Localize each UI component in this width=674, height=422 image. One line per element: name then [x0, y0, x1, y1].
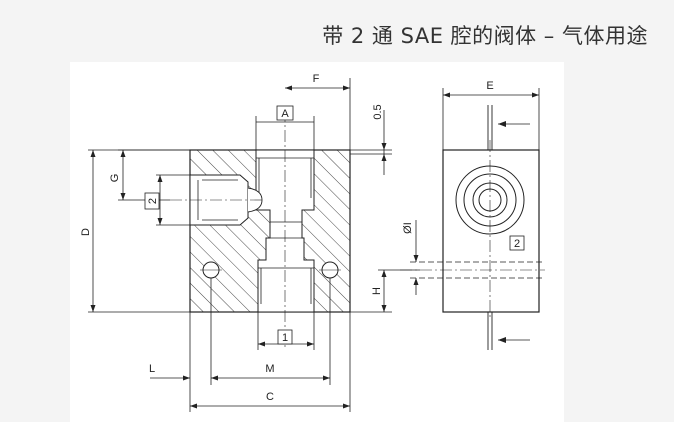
dim-label-l: L [149, 363, 155, 375]
dim-label-c: C [266, 391, 274, 403]
dim-label-0-5: 0.5 [372, 104, 384, 119]
front-arrowheads [90, 85, 387, 409]
dim-label-g: G [109, 174, 121, 183]
dim-label-h: H [371, 287, 383, 295]
dim-label-e: E [486, 80, 493, 92]
side-view [400, 105, 545, 350]
port-label-2: 2 [147, 198, 159, 204]
dim-label-a: A [281, 108, 289, 120]
dim-label-m: M [265, 363, 274, 375]
port-label-1: 1 [282, 332, 288, 344]
side-arrowheads [381, 92, 539, 343]
front-dimensions [88, 78, 392, 412]
side-dimensions [350, 88, 540, 341]
dim-label-f: F [313, 73, 320, 85]
block-side [442, 149, 540, 313]
front-view [170, 110, 351, 350]
page-title: 带 2 通 SAE 腔的阀体 – 气体用途 [322, 24, 648, 48]
dim-label-diameter-i: ØI [402, 222, 414, 234]
dim-label-d: D [80, 228, 92, 236]
port-label-2-side: 2 [514, 238, 520, 250]
